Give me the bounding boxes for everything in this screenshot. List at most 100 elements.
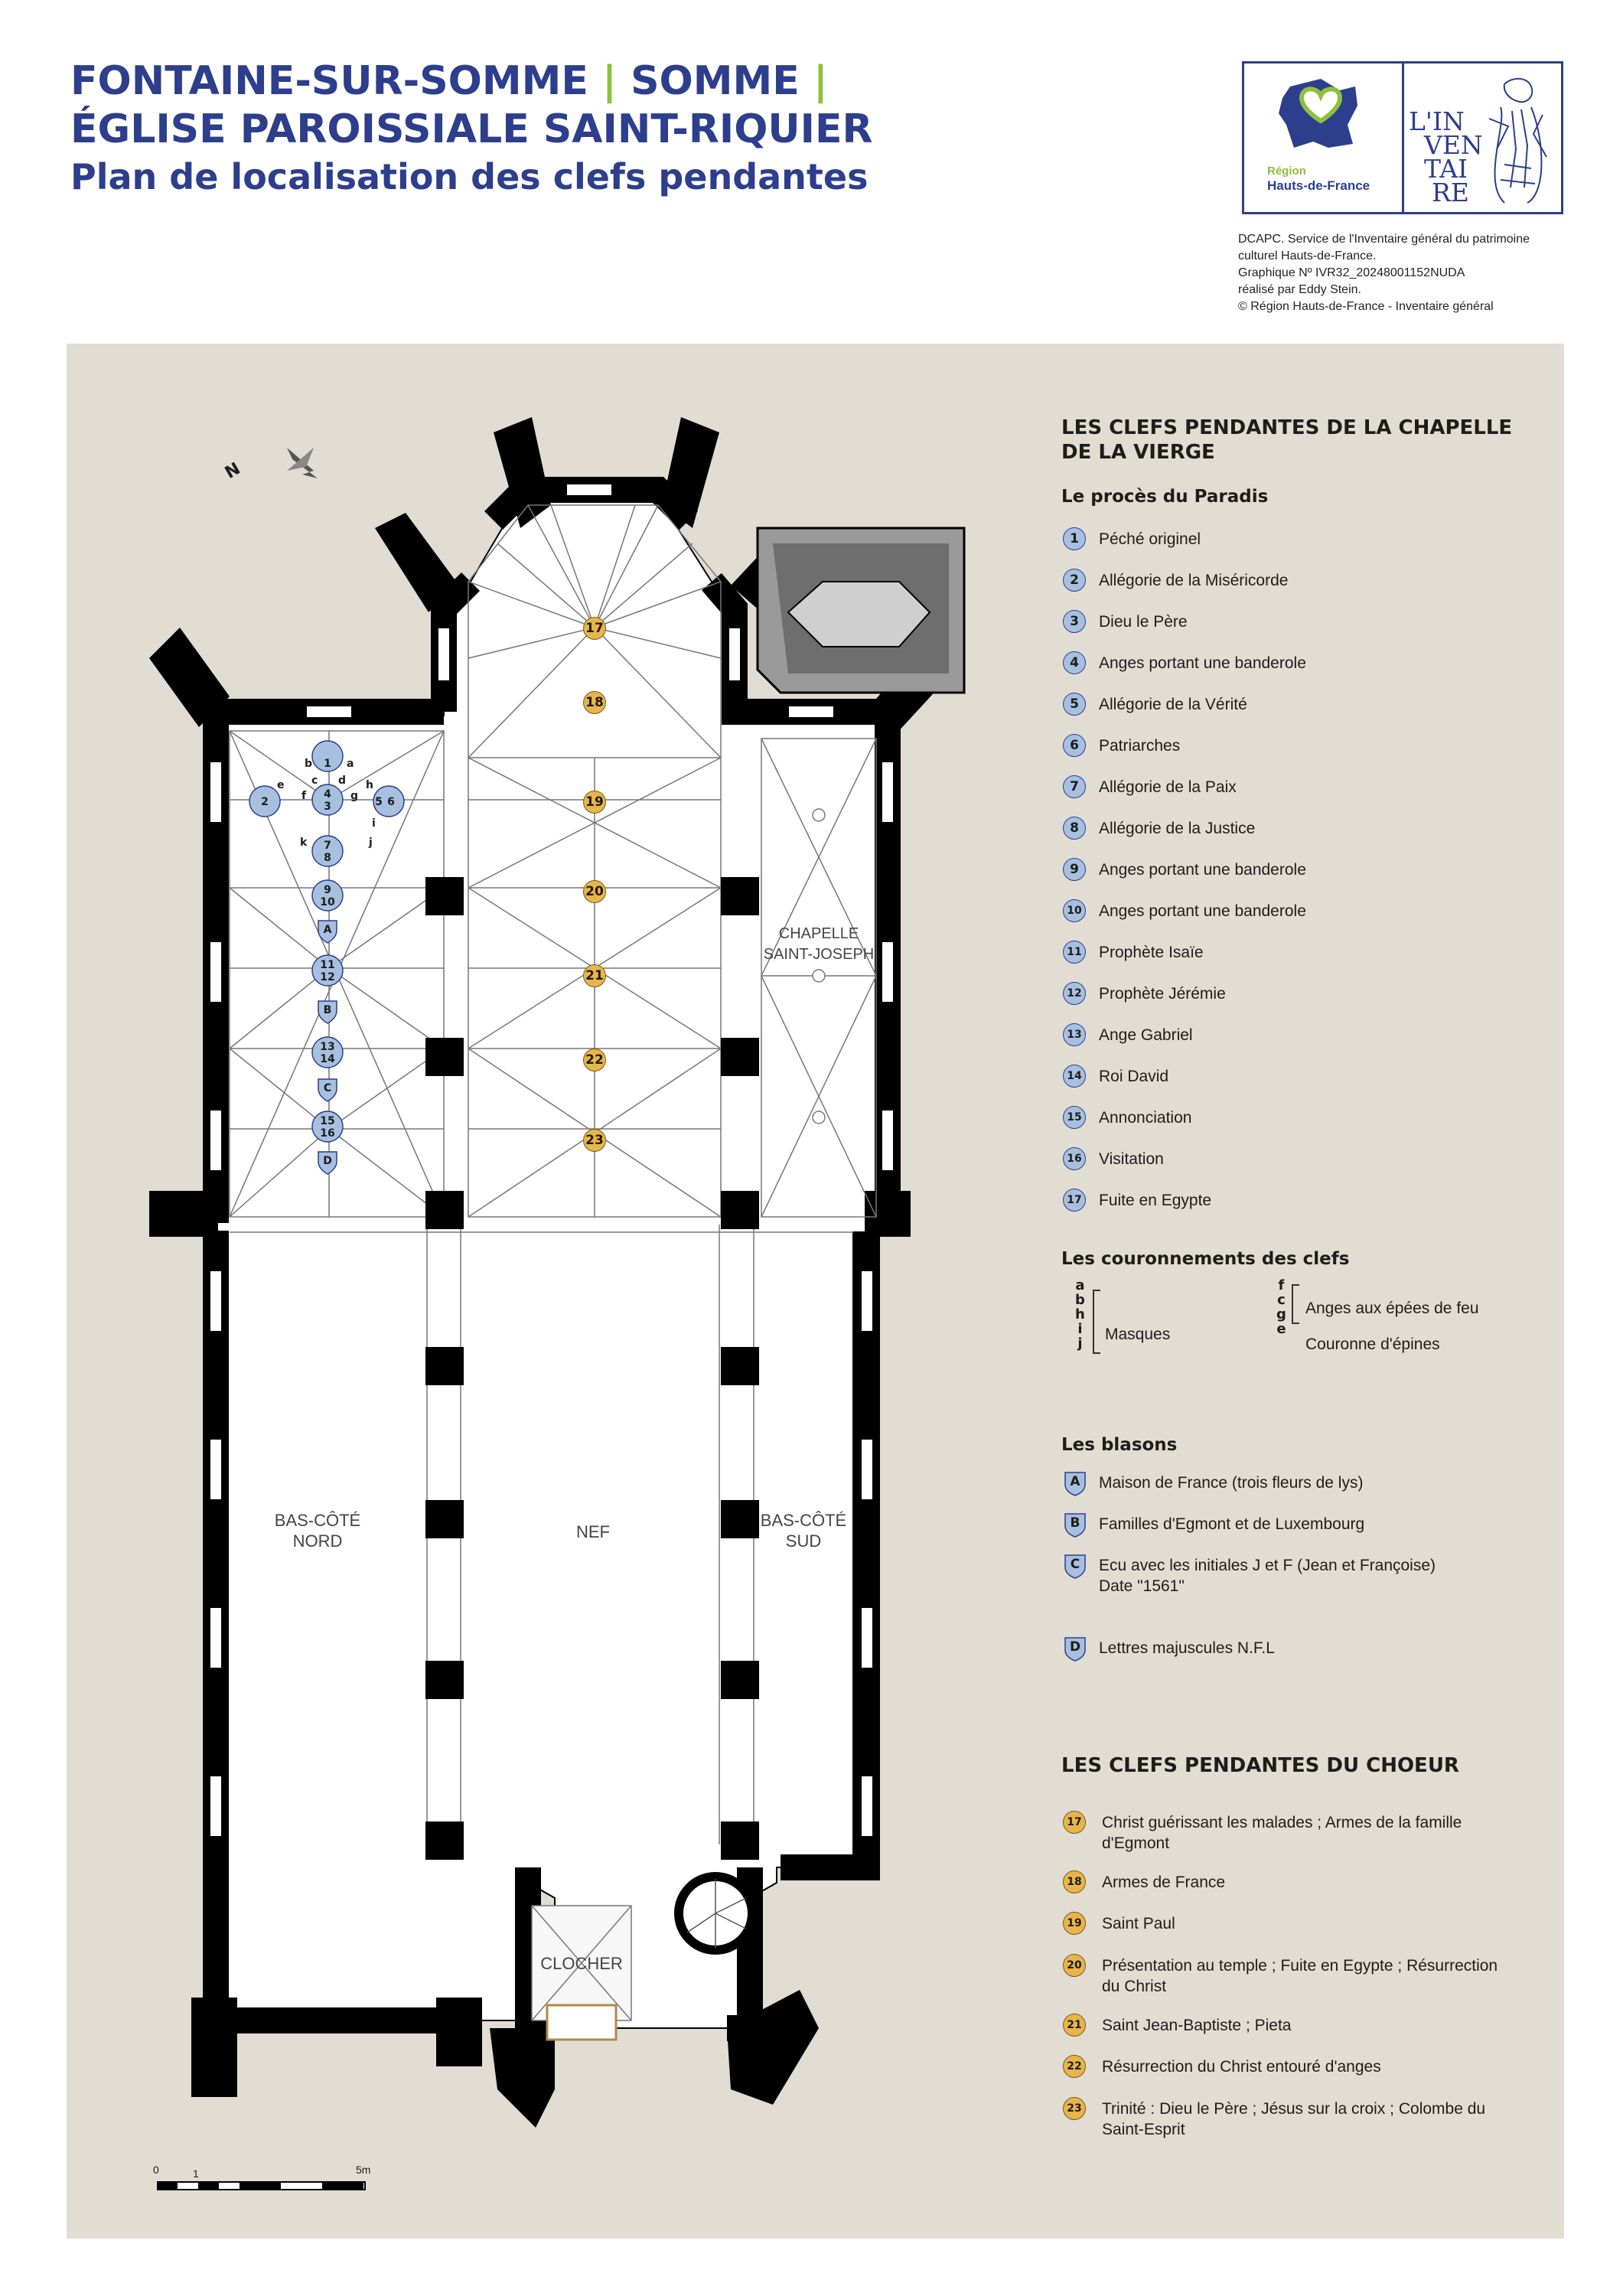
plan-key-9: 9 xyxy=(324,884,331,896)
buttress xyxy=(494,417,551,528)
legend-key-3: 3 xyxy=(1063,610,1086,633)
credit-line: © Région Hauts-de-France - Inventaire gé… xyxy=(1238,300,1494,313)
legend-label-13: Ange Gabriel xyxy=(1099,1026,1193,1044)
legend-key-11: 11 xyxy=(1063,941,1086,964)
legend-key-5: 5 xyxy=(1063,693,1086,716)
legend-choeur-label-18: Armes de France xyxy=(1102,1874,1226,1891)
room-label: CHAPELLE xyxy=(778,925,859,942)
plan-letter-d: d xyxy=(338,775,347,787)
choeur-label-line: Présentation au temple ; Fuite en Egypte… xyxy=(1102,1957,1498,1975)
tower-buttress xyxy=(490,2028,555,2128)
legend-masques-letters: a b h i j xyxy=(1075,1278,1085,1351)
buttress xyxy=(149,628,230,727)
plan-letter-c: c xyxy=(311,775,318,787)
plan-key-15: 15 xyxy=(320,1115,335,1127)
north-aisle-wall xyxy=(203,699,444,1223)
title-separator: | xyxy=(813,58,828,104)
legend-blason-d-shield: D xyxy=(1064,1636,1087,1662)
legend-choeur-label-21: Saint Jean-Baptiste ; Pieta xyxy=(1102,2017,1292,2034)
plan-key-14: 14 xyxy=(320,1053,335,1065)
legend-blason-b-label: Familles d'Egmont et de Luxembourg xyxy=(1099,1515,1365,1533)
plan-letter-g: g xyxy=(350,790,359,802)
church-floor xyxy=(215,497,888,2029)
legend-key-14: 14 xyxy=(1063,1065,1086,1088)
credit-line: DCAPC. Service de l'Inventaire général d… xyxy=(1238,233,1530,246)
window xyxy=(209,1438,223,1501)
legend-label-4: Anges portant une banderole xyxy=(1099,654,1306,672)
inventaire-text: RE xyxy=(1432,178,1469,207)
plan-key-1: 1 xyxy=(324,758,331,770)
piers xyxy=(425,877,759,1860)
plan-blason-b: B xyxy=(323,1004,332,1016)
choeur-label-line: Saint-Esprit xyxy=(1102,2121,1185,2138)
chevet-wall xyxy=(702,572,901,1225)
legend-key-2: 2 xyxy=(1063,569,1086,592)
legend-key-10: 10 xyxy=(1063,899,1086,922)
legend-anges-letters: f c g e xyxy=(1276,1278,1286,1336)
legend-label-6: Patriarches xyxy=(1099,737,1181,755)
scale-label-5: 5m xyxy=(356,2164,371,2176)
scale-label-0: 0 xyxy=(153,2164,159,2176)
legend-label-17: Fuite en Egypte xyxy=(1099,1192,1212,1209)
legend-choeur-key-23: 23 xyxy=(1063,2097,1086,2120)
legend-label-11: Prophète Isaïe xyxy=(1099,944,1204,961)
legend-key-13: 13 xyxy=(1063,1023,1086,1046)
legend-label-14: Roi David xyxy=(1099,1068,1169,1085)
buttress xyxy=(149,1191,218,1237)
letter-c: c xyxy=(1277,1292,1286,1308)
title-departement: SOMME xyxy=(631,58,800,104)
legend-masques-label: Masques xyxy=(1105,1326,1171,1343)
masques-bracket xyxy=(1093,1290,1100,1354)
window xyxy=(860,1606,874,1669)
window xyxy=(860,1438,874,1501)
legend-choeur-key-17: 17 xyxy=(1063,1811,1086,1834)
plan-letter-a: a xyxy=(347,758,354,770)
legend-title-line: LES CLEFS PENDANTES DE LA CHAPELLE xyxy=(1061,416,1513,439)
legend-label-10: Anges portant une banderole xyxy=(1099,902,1306,920)
legend-key-1: 1 xyxy=(1063,527,1086,550)
plan-letter-h: h xyxy=(366,779,373,791)
plan-letter-b: b xyxy=(305,758,313,770)
legend-vierge-title: LES CLEFS PENDANTES DE LA CHAPELLE DE LA… xyxy=(1061,416,1512,465)
sacristy xyxy=(756,527,966,694)
scale-bar xyxy=(157,2181,366,2190)
room-label-nef: NEF xyxy=(576,1522,610,1541)
inventaire-logo: L'IN VEN TAI RE xyxy=(1409,109,1483,207)
legend-key-17: 17 xyxy=(1063,1189,1086,1212)
plan-key-2: 2 xyxy=(261,796,269,808)
clocher xyxy=(531,1872,757,2041)
letter-i: i xyxy=(1077,1321,1083,1337)
choeur-label-line: Christ guérissant les malades ; Armes de… xyxy=(1102,1814,1462,1831)
plan-key-5: 5 xyxy=(375,796,383,808)
plan-key-7: 7 xyxy=(324,840,331,852)
plan-key-11: 11 xyxy=(320,959,335,971)
legend-choeur-key-22: 22 xyxy=(1063,2055,1086,2078)
blason-letter: B xyxy=(1070,1515,1080,1531)
inventaire-text: VEN xyxy=(1424,130,1483,160)
legend-blason-d-label: Lettres majuscules N.F.L xyxy=(1099,1639,1275,1657)
plan-blason-a: A xyxy=(323,924,332,936)
window xyxy=(209,941,223,1003)
legend-choeur-label-19: Saint Paul xyxy=(1102,1915,1175,1932)
letter-e: e xyxy=(1276,1321,1286,1337)
legend-blason-b-shield: B xyxy=(1064,1512,1087,1538)
blason-letter: C xyxy=(1070,1557,1080,1572)
legend-label-8: Allégorie de la Justice xyxy=(1099,820,1256,837)
room-label: BAS-CÔTÉ xyxy=(760,1511,847,1530)
legend-label-1: Péché originel xyxy=(1099,530,1201,548)
legend-couronne-label: Couronne d'épines xyxy=(1305,1336,1440,1353)
plan-key-10: 10 xyxy=(320,896,335,908)
window xyxy=(881,761,895,823)
plan-key-17: 17 xyxy=(583,617,606,640)
plan-letter-i: i xyxy=(372,817,376,830)
legend-choeur-label-20: Présentation au temple ; Fuite en Egypte… xyxy=(1102,1955,1498,1997)
letter-f: f xyxy=(1278,1277,1285,1293)
blason-letter: A xyxy=(1070,1474,1080,1489)
window xyxy=(209,761,223,823)
legend-proces-title: Le procès du Paradis xyxy=(1061,487,1269,507)
choeur-label-line: d'Egmont xyxy=(1102,1835,1170,1852)
blason-label-line: Date "1561" xyxy=(1099,1577,1185,1595)
plan-key-20: 20 xyxy=(583,880,606,903)
room-label: BAS-CÔTÉ xyxy=(274,1511,361,1530)
buttress xyxy=(436,1998,482,2066)
